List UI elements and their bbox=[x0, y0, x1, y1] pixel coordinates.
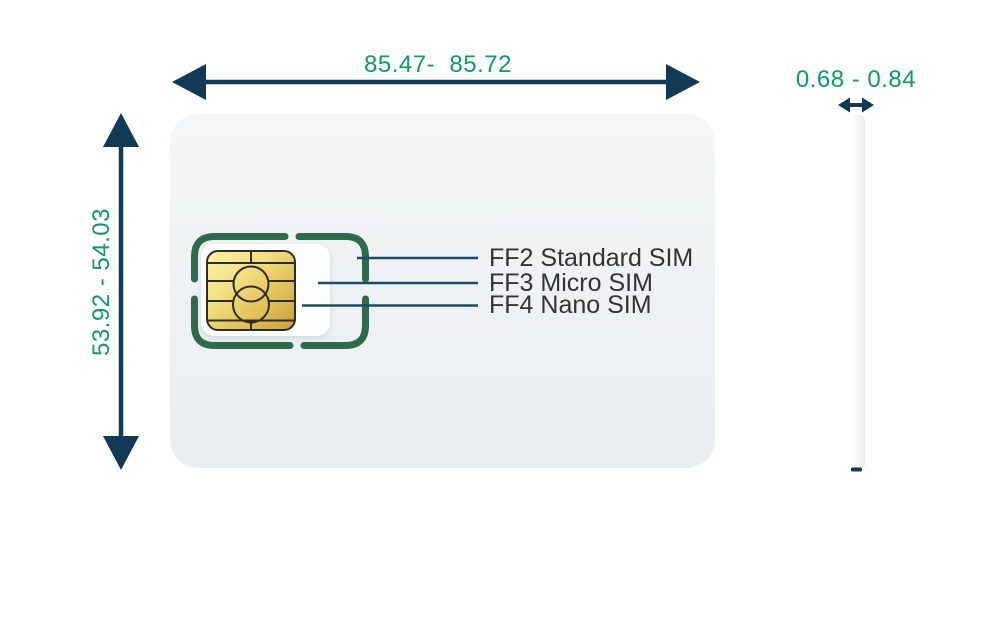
arrowhead-right-icon bbox=[862, 97, 874, 113]
arrowhead-left-icon bbox=[172, 64, 206, 100]
chip-contact-lines bbox=[208, 252, 294, 329]
arrowhead-up-icon bbox=[103, 113, 139, 147]
height-dimension-label: 53.92 - 54.03 bbox=[88, 208, 115, 356]
width-dimension-arrow bbox=[172, 64, 700, 100]
thickness-dimension-arrow bbox=[838, 97, 874, 113]
leader-lines bbox=[302, 256, 478, 307]
chip-center-circle-top bbox=[232, 265, 270, 303]
sim-chip bbox=[206, 250, 296, 331]
height-dimension-arrow bbox=[103, 113, 139, 470]
thickness-dimension-label: 0.68 - 0.84 bbox=[795, 66, 917, 93]
label-ff3-micro-sim: FF3 Micro SIM bbox=[489, 269, 653, 297]
arrowhead-down-icon bbox=[103, 436, 139, 470]
sim-card-edge-view bbox=[851, 115, 865, 472]
width-dimension-label: 85.47- 85.72 bbox=[364, 51, 512, 78]
arrowhead-left-icon bbox=[838, 97, 850, 113]
standard-sim-outline bbox=[191, 233, 369, 349]
chip-center-circle-bottom bbox=[232, 285, 270, 324]
card-edge-base bbox=[851, 467, 862, 472]
label-ff4-nano-sim: FF4 Nano SIM bbox=[489, 291, 652, 319]
label-ff2-standard-sim: FF2 Standard SIM bbox=[489, 244, 694, 272]
chip-pad bbox=[206, 250, 296, 331]
arrowhead-right-icon bbox=[666, 64, 700, 100]
